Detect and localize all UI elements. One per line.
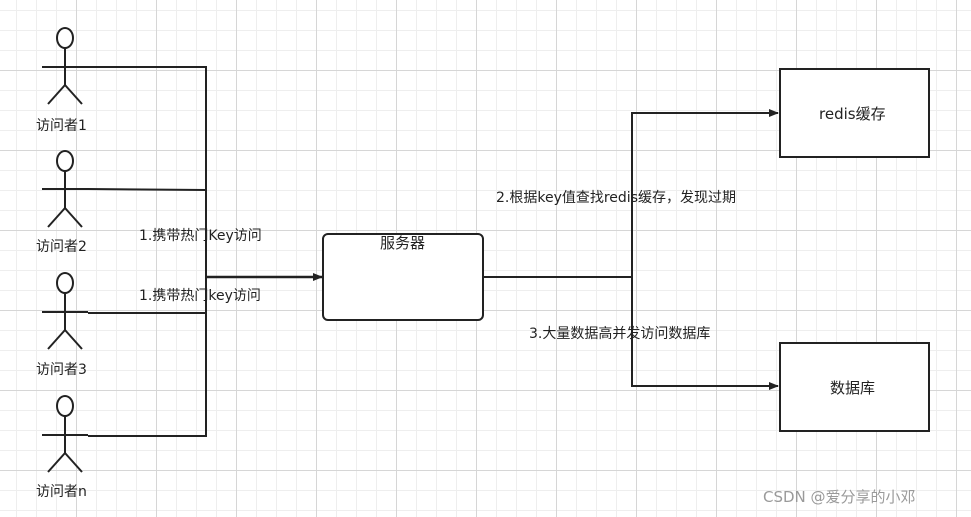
actor-label-3: 访问者3: [36, 362, 87, 378]
actor-figure-2: [42, 150, 88, 228]
cache-node: redis缓存: [779, 68, 930, 158]
arrow-to-cache: [631, 109, 779, 277]
edge-label-db-access: 3.大量数据高并发访问数据库: [529, 326, 711, 342]
server-label: 服务器: [380, 234, 426, 252]
actor-label-1: 访问者1: [36, 118, 87, 134]
cache-label: redis缓存: [819, 105, 886, 123]
actor-figure-n: [42, 395, 88, 473]
connector-actor-n: [88, 277, 207, 437]
csdn-watermark: CSDN @爱分享的小邓: [763, 488, 916, 506]
server-node: 服务器: [322, 233, 484, 321]
database-label: 数据库: [830, 379, 876, 397]
edge-label-request-lower: 1.携带热门key访问: [139, 288, 261, 304]
connector-actor-1: [88, 66, 207, 277]
connector-actor-2: [87, 188, 207, 191]
actor-figure-1: [42, 27, 88, 105]
edge-label-cache-lookup: 2.根据key值查找redis缓存，发现过期: [496, 190, 736, 206]
actor-figure-3: [42, 272, 88, 350]
actor-connectors: [87, 66, 207, 437]
arrow-to-database: [631, 277, 779, 390]
actor-label-n: 访问者n: [36, 484, 87, 500]
edge-label-request-upper: 1.携带热门Key访问: [139, 228, 262, 244]
actor-label-2: 访问者2: [36, 239, 87, 255]
database-node: 数据库: [779, 342, 930, 432]
